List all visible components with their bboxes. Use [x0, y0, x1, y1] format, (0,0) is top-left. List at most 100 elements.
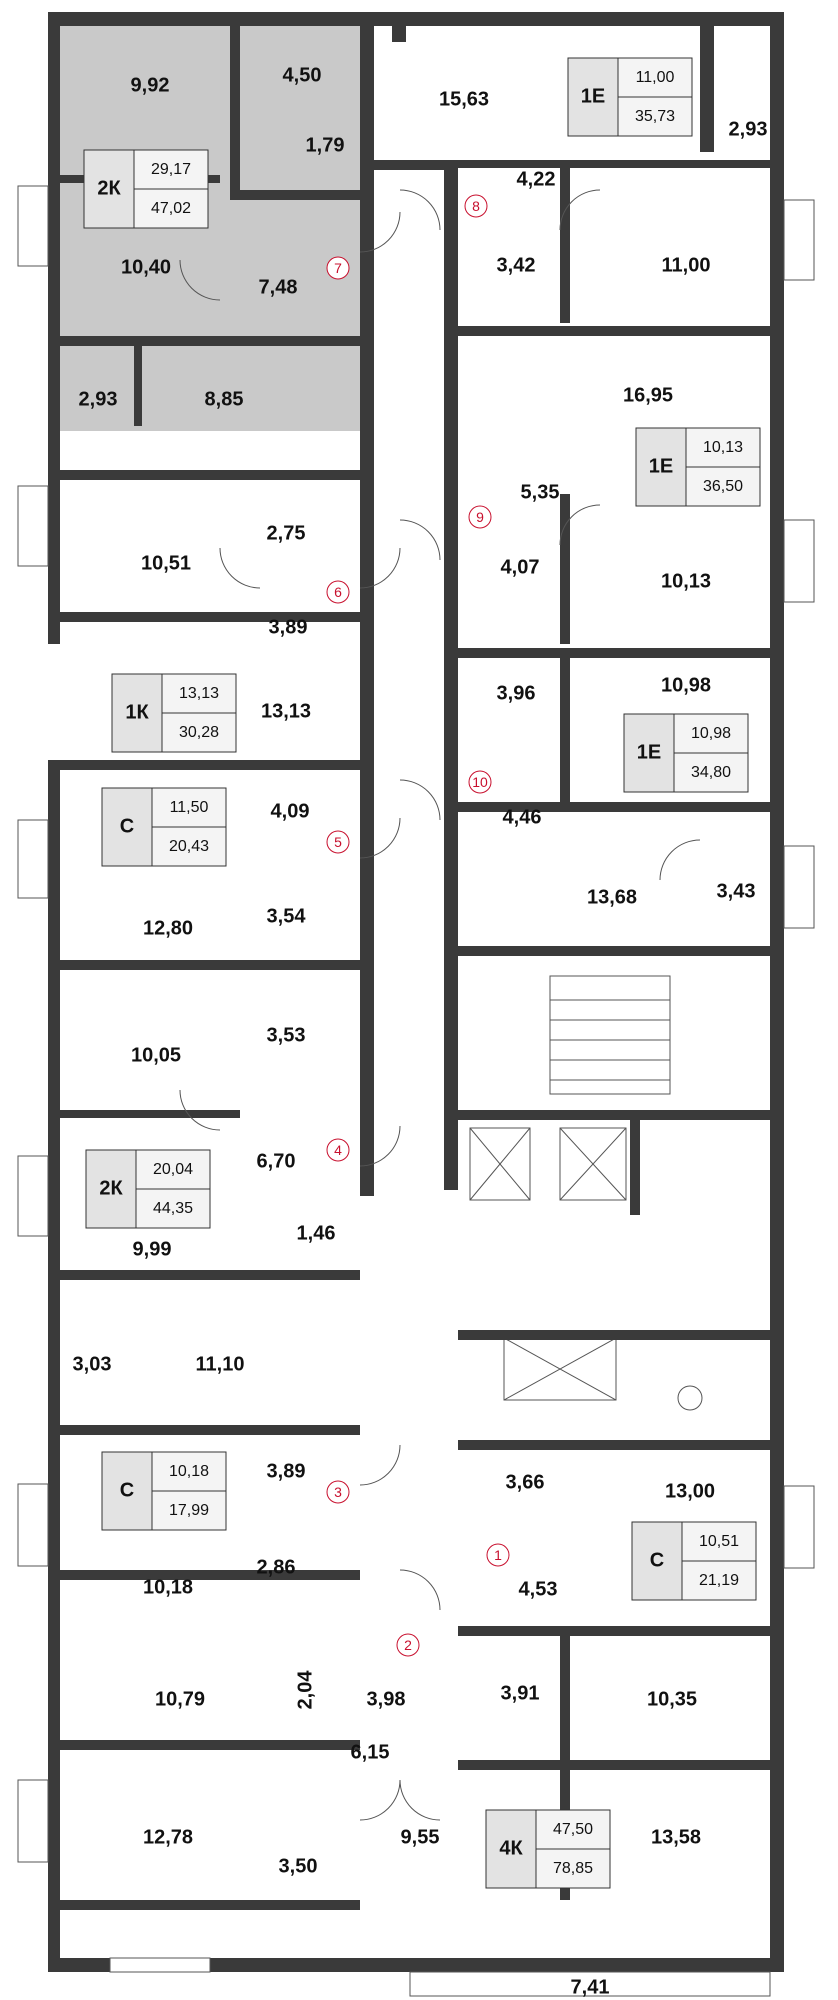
room-area: 10,79	[155, 1688, 205, 1710]
room-area: 4,07	[501, 556, 540, 578]
svg-text:2: 2	[404, 1637, 412, 1653]
room-area: 3,91	[501, 1682, 540, 1704]
room-area: 5,35	[521, 481, 560, 503]
svg-text:1К: 1К	[125, 701, 149, 723]
apartment-marker: 6	[326, 580, 350, 604]
room-area: 9,92	[131, 74, 170, 96]
room-area: 13,13	[261, 700, 311, 722]
windows	[17, 185, 815, 1997]
svg-text:6: 6	[334, 584, 342, 600]
unit-badge: 2К 20,04 44,35	[85, 1149, 211, 1229]
room-area: 3,54	[267, 905, 307, 927]
room-area: 2,75	[267, 522, 306, 544]
svg-text:1Е: 1Е	[649, 455, 673, 477]
right-partitions	[458, 160, 770, 1900]
unit-badge: 2К 29,17 47,02	[83, 149, 209, 229]
room-area: 11,00	[662, 254, 711, 276]
apartment-marker: 5	[326, 830, 350, 854]
svg-text:47,50: 47,50	[553, 1821, 593, 1838]
core	[458, 975, 770, 1411]
room-area: 16,95	[623, 384, 673, 406]
room-area: 10,05	[131, 1044, 181, 1066]
unit-badge: 1Е 11,00 35,73	[567, 57, 693, 137]
apartment-marker: 7	[326, 256, 350, 280]
room-area: 10,40	[121, 256, 171, 278]
room-area: 3,89	[267, 1460, 306, 1482]
room-area: 10,35	[647, 1688, 697, 1710]
room-area: 10,13	[661, 570, 711, 592]
svg-text:44,35: 44,35	[153, 1200, 193, 1217]
svg-text:20,43: 20,43	[169, 838, 209, 855]
room-area: 13,00	[665, 1480, 715, 1502]
svg-text:С: С	[650, 1549, 664, 1571]
room-area: 9,55	[401, 1826, 440, 1848]
room-area: 13,58	[651, 1826, 701, 1848]
svg-text:20,04: 20,04	[153, 1161, 193, 1178]
room-area: 3,98	[367, 1688, 406, 1710]
apartment-marker: 8	[464, 194, 488, 218]
svg-text:2К: 2К	[97, 177, 121, 199]
svg-text:С: С	[120, 815, 134, 837]
room-area: 12,80	[143, 917, 193, 939]
svg-text:17,99: 17,99	[169, 1502, 209, 1519]
unit-badges: 2К 29,17 47,02 1Е 11,00 35,73 1Е 10,13 3…	[83, 57, 761, 1889]
svg-text:78,85: 78,85	[553, 1860, 593, 1877]
room-area: 12,78	[143, 1826, 193, 1848]
corridor-walls	[360, 26, 458, 1196]
room-area: 3,89	[269, 616, 308, 638]
room-area: 10,51	[141, 552, 191, 574]
svg-text:47,02: 47,02	[151, 200, 191, 217]
apartment-marker: 3	[326, 1480, 350, 1504]
room-area: 7,41	[571, 1976, 610, 1998]
room-area: 15,63	[439, 88, 489, 110]
apartment-marker: 9	[468, 505, 492, 529]
room-area: 3,50	[279, 1855, 318, 1877]
svg-text:10,18: 10,18	[169, 1463, 209, 1480]
unit-badge: С 10,51 21,19	[631, 1521, 757, 1601]
doors	[179, 189, 701, 1871]
apartment-numbers: 7 8 6 9 10 5 4 3 1 2	[326, 194, 510, 1657]
room-area: 9,99	[133, 1238, 172, 1260]
room-area: 2,93	[79, 388, 118, 410]
room-area: 3,42	[497, 254, 536, 276]
svg-text:11,50: 11,50	[170, 799, 209, 816]
unit-badge: С 10,18 17,99	[101, 1451, 227, 1531]
room-area: 4,22	[517, 168, 556, 190]
apartment-marker: 2	[396, 1633, 420, 1657]
svg-text:3: 3	[334, 1484, 342, 1500]
svg-text:4: 4	[334, 1142, 342, 1158]
unit-badge: 1Е 10,13 36,50	[635, 427, 761, 507]
svg-text:13,13: 13,13	[179, 685, 219, 702]
room-area: 11,10	[196, 1353, 245, 1375]
outer-walls	[48, 12, 784, 1972]
svg-text:4К: 4К	[499, 1837, 523, 1859]
svg-text:9: 9	[476, 509, 484, 525]
room-area: 4,53	[519, 1578, 558, 1600]
room-area: 6,15	[351, 1741, 390, 1763]
svg-text:8: 8	[472, 198, 480, 214]
room-area: 4,50	[283, 64, 322, 86]
room-area: 3,66	[506, 1471, 545, 1493]
room-area: 2,04	[294, 1670, 316, 1710]
svg-text:10: 10	[472, 774, 488, 790]
room-area: 10,98	[661, 674, 711, 696]
room-area: 2,93	[729, 118, 768, 140]
unit-badge: 1К 13,13 30,28	[111, 673, 237, 753]
svg-text:21,19: 21,19	[699, 1572, 739, 1589]
svg-text:С: С	[120, 1479, 134, 1501]
svg-text:29,17: 29,17	[151, 161, 191, 178]
svg-text:30,28: 30,28	[179, 724, 219, 741]
room-area: 2,86	[257, 1556, 296, 1578]
room-area: 3,43	[717, 880, 756, 902]
room-area: 10,18	[143, 1576, 193, 1598]
svg-text:10,13: 10,13	[703, 439, 743, 456]
room-area: 1,46	[297, 1222, 336, 1244]
room-area: 7,48	[259, 276, 298, 298]
svg-text:35,73: 35,73	[635, 108, 675, 125]
apartment-marker: 10	[468, 770, 492, 794]
room-area: 3,96	[497, 682, 536, 704]
svg-text:1Е: 1Е	[637, 741, 661, 763]
room-area: 6,70	[257, 1150, 296, 1172]
svg-text:11,00: 11,00	[636, 69, 675, 86]
